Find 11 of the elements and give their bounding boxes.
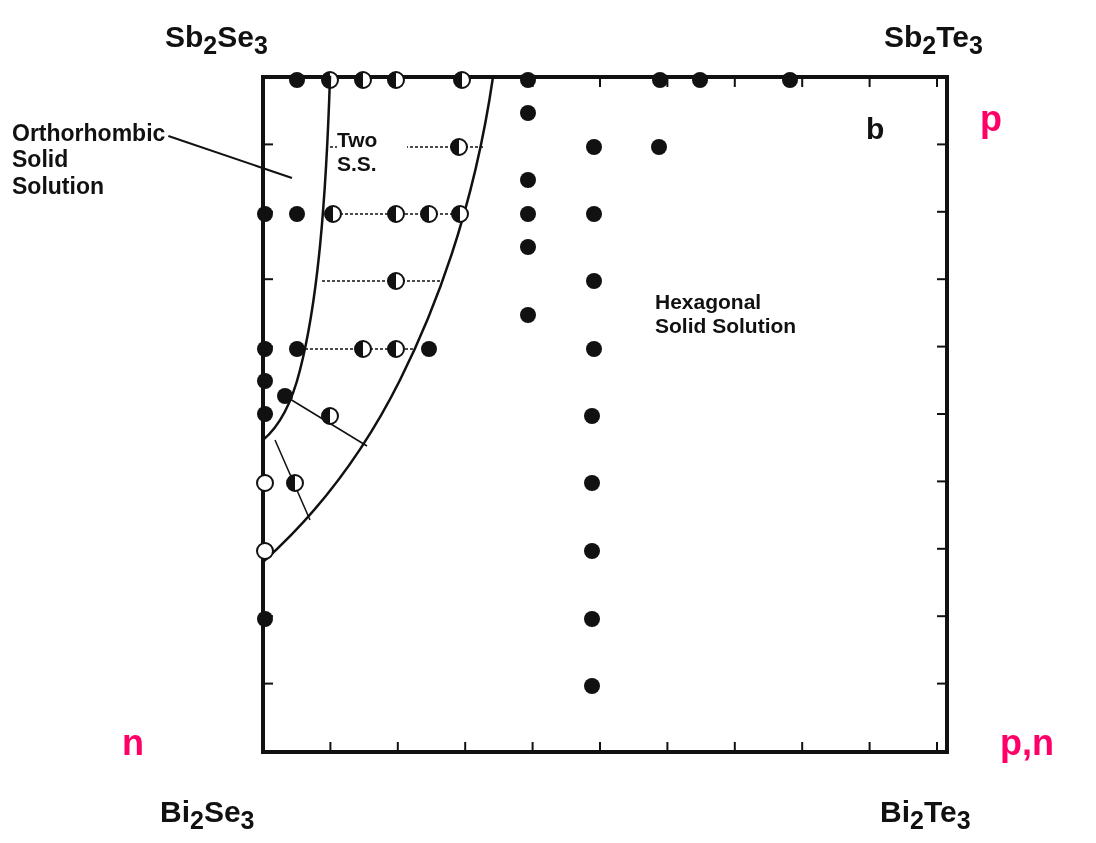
region-label: Orthorhombic Solid Solution xyxy=(12,120,166,200)
compound-label: Sb$_{2}$Te$_{3}$ xyxy=(884,20,983,60)
compound-label: Bi$_{2}$Se$_{3}$ xyxy=(160,795,255,835)
conductivity-type-label: p xyxy=(980,98,1002,140)
compound-label: Sb$_{2}$Se$_{3}$ xyxy=(165,20,268,60)
panel-letter: b xyxy=(866,112,885,147)
region-label: Hexagonal Solid Solution xyxy=(655,290,798,339)
leader-line xyxy=(167,135,293,179)
compound-label: Bi$_{2}$Te$_{3}$ xyxy=(880,795,971,835)
conductivity-type-label: n xyxy=(122,722,144,764)
conductivity-type-label: p,n xyxy=(1000,722,1054,764)
